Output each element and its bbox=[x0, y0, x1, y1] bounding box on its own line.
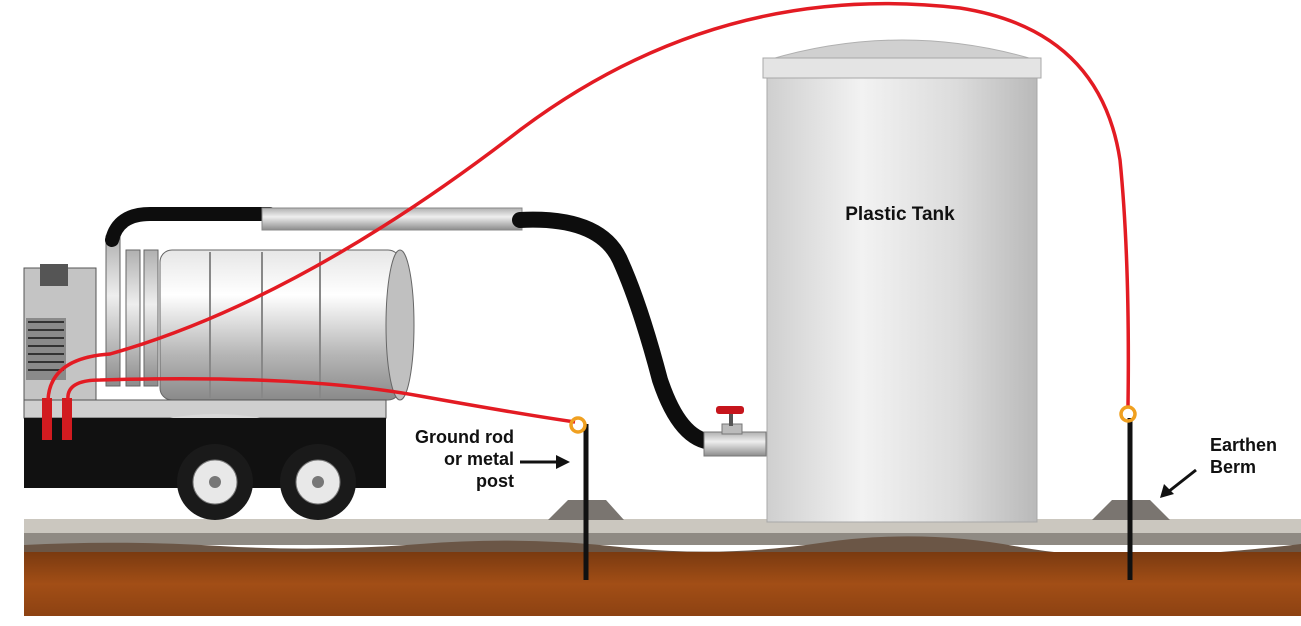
ground-rod-label-line3: post bbox=[476, 471, 514, 491]
plastic-tank-label: Plastic Tank bbox=[845, 204, 955, 225]
ground-clamp-left bbox=[569, 416, 587, 434]
ground-topsoil-stripe bbox=[24, 533, 1301, 545]
earthen-berm-label-line1: Earthen bbox=[1210, 435, 1278, 455]
ground bbox=[24, 519, 1301, 616]
ground-rod-label: Ground rod or metal post bbox=[388, 426, 514, 492]
ground-rod-arrow bbox=[520, 455, 570, 469]
truck-stack-3 bbox=[143, 249, 159, 387]
soil-wavy-edge bbox=[24, 536, 1301, 556]
ground-rod-label-line1: Ground rod bbox=[415, 427, 514, 447]
vacuum-truck bbox=[23, 235, 415, 520]
plastic-tank bbox=[762, 39, 1042, 523]
ground-rod-label-line2: or metal bbox=[443, 449, 514, 469]
earthen-berm-label-line2: Berm bbox=[1210, 457, 1257, 477]
ground-clamp-right bbox=[1119, 405, 1137, 423]
suction-hose bbox=[105, 207, 720, 450]
grounding-wires bbox=[46, 1, 1131, 424]
valve-handle-icon bbox=[716, 406, 744, 414]
earthen-berm-label: Earthen Berm bbox=[1210, 434, 1300, 478]
soil bbox=[24, 552, 1301, 616]
ground-reel-1 bbox=[42, 398, 52, 440]
truck-stack-2 bbox=[125, 249, 141, 387]
berm-arrow bbox=[1160, 468, 1197, 498]
tank-body bbox=[766, 77, 1038, 523]
truck-stack-1 bbox=[105, 235, 121, 387]
ground-surface bbox=[24, 519, 1301, 533]
ground-wire-to-tank-rod bbox=[46, 1, 1131, 407]
ground-wire-to-post bbox=[66, 376, 576, 424]
tank-lid-rim bbox=[762, 57, 1042, 79]
ground-reel-2 bbox=[62, 398, 72, 440]
tank-valve bbox=[703, 406, 767, 457]
tank-dome bbox=[767, 39, 1037, 61]
